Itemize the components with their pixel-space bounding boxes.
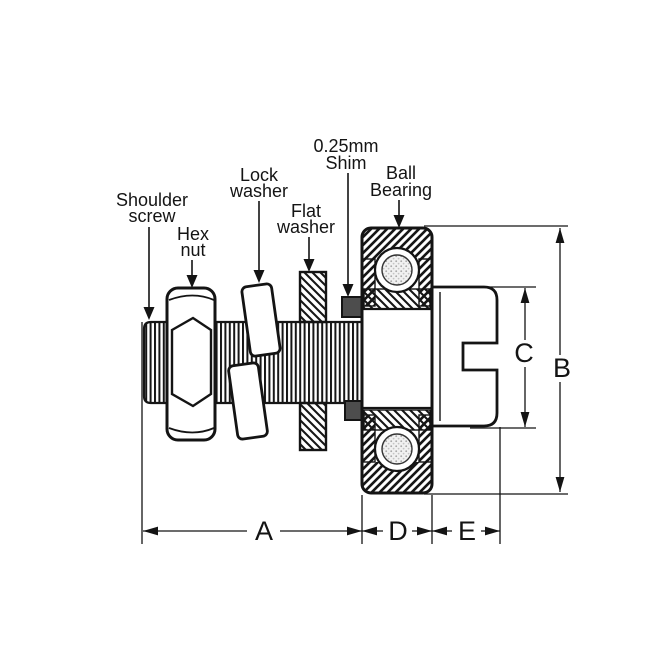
label-hex-nut: Hex nut [177, 224, 209, 288]
hex-nut-shape [165, 286, 217, 442]
bottom-ball [381, 433, 413, 465]
arrow-down-icon [393, 215, 405, 228]
hex-nut-top-facet-line [168, 294, 215, 301]
lock-washer-lower [227, 361, 269, 441]
flat-washer-top [298, 270, 328, 324]
dimension-letter: B [553, 353, 571, 383]
arrow-up-icon [555, 228, 565, 243]
label-text: washer [229, 181, 288, 201]
label-text: screw [128, 206, 176, 226]
label-flat-washer: Flat washer [276, 201, 335, 272]
flat-washer-shape [298, 270, 328, 452]
dimension-b: B [547, 228, 577, 492]
label-halo [452, 518, 481, 544]
dimensions: A D E B [141, 225, 577, 546]
dimension-c: C [509, 288, 539, 427]
label-text: Hex [177, 224, 209, 244]
label-text: Shim [325, 153, 366, 173]
arrow-left-icon [143, 526, 158, 536]
dimension-letter: D [388, 516, 408, 546]
label-text: 0.25mm [313, 136, 378, 156]
label-text: nut [180, 240, 205, 260]
bearing-outline [360, 226, 434, 495]
label-halo [383, 518, 412, 544]
arrow-right-icon [347, 526, 362, 536]
arrow-right-icon [417, 526, 432, 536]
label-text: Lock [240, 165, 279, 185]
arrow-left-icon [432, 526, 447, 536]
shim-bottom [344, 400, 363, 421]
label-lock-washer: Lock washer [229, 165, 288, 283]
label-shim: 0.25mm Shim [313, 136, 379, 297]
outer-ring-top [362, 228, 432, 259]
shim-top [341, 296, 363, 318]
dimension-e: E [432, 516, 500, 546]
lock-washer-shape [227, 282, 282, 441]
hex-nut-bottom-facet-line [168, 427, 215, 434]
label-halo [509, 340, 539, 367]
dimension-letter: E [458, 516, 476, 546]
dimension-d: D [362, 516, 432, 546]
ball-bearing-shape [360, 226, 434, 495]
assembly-drawing [142, 226, 499, 495]
arrow-down-icon [342, 284, 354, 297]
part-labels: Shoulder screw Hex nut Lock washer Flat … [116, 136, 432, 320]
lock-washer-upper [240, 282, 282, 358]
arrow-down-icon [555, 477, 565, 492]
label-text: Ball [386, 163, 416, 183]
dimension-letter: C [514, 338, 534, 368]
screw-head-outline [430, 285, 499, 428]
label-ball-bearing: Ball Bearing [370, 163, 432, 228]
top-ball [381, 254, 413, 286]
arrow-up-icon [520, 288, 530, 303]
arrow-right-icon [485, 526, 500, 536]
flat-washer-bottom [298, 401, 328, 452]
arrow-down-icon [303, 259, 315, 272]
outer-ring-bottom [362, 462, 432, 493]
label-halo [247, 518, 280, 544]
arrow-down-icon [253, 270, 265, 283]
hex-nut-center-facet [170, 316, 213, 408]
arrow-down-icon [186, 275, 198, 288]
label-text: Flat [291, 201, 321, 221]
arrow-down-icon [520, 412, 530, 427]
dimension-a: A [143, 516, 362, 546]
label-text: washer [276, 217, 335, 237]
arrow-down-icon [143, 307, 155, 320]
label-shoulder-screw: Shoulder screw [116, 190, 188, 320]
arrow-left-icon [362, 526, 377, 536]
label-text: Shoulder [116, 190, 188, 210]
bearing-bore [363, 310, 431, 407]
label-halo [547, 355, 577, 382]
dimension-letter: A [255, 516, 273, 546]
label-text: Bearing [370, 180, 432, 200]
screw-head-shape [430, 285, 499, 428]
